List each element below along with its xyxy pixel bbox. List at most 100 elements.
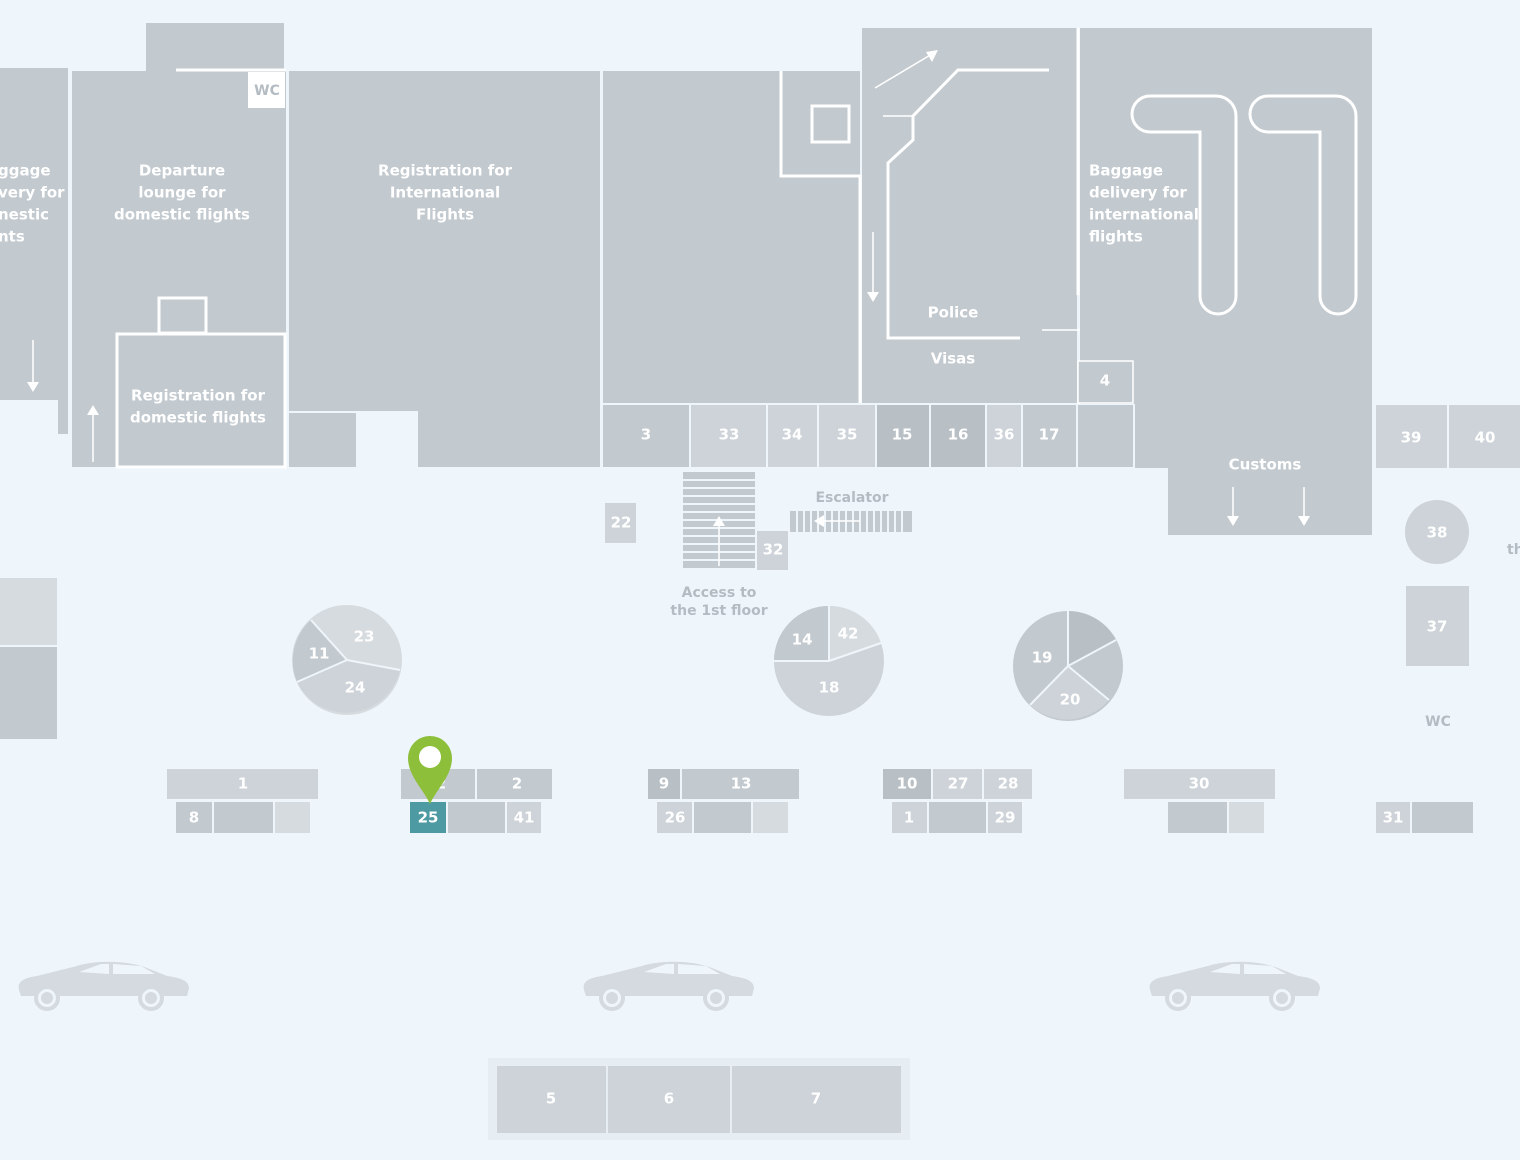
- zone-baggage-international[interactable]: Baggage delivery for international fligh…: [1076, 28, 1372, 535]
- shop-unit-30[interactable]: 30: [1124, 769, 1275, 799]
- unit-label: 7: [811, 1090, 821, 1108]
- unit-label: 25: [418, 809, 439, 827]
- unit-label: 38: [1427, 524, 1448, 542]
- shop-unit-29[interactable]: 29: [988, 802, 1022, 833]
- shop-unit-34[interactable]: 34: [768, 405, 817, 467]
- location-pin-icon[interactable]: [408, 736, 452, 804]
- shop-unit-5[interactable]: 5: [497, 1066, 606, 1133]
- shop-unit-40[interactable]: 40: [1449, 405, 1520, 468]
- unit-label: 6: [664, 1090, 674, 1108]
- zone-label: flights: [1089, 228, 1143, 246]
- access-label: the 1st floor: [670, 603, 767, 619]
- shop-unit-blank[interactable]: [275, 802, 310, 833]
- shop-unit-37[interactable]: 37: [1406, 586, 1469, 666]
- shop-unit-36[interactable]: 36: [987, 405, 1021, 467]
- shop-unit-35[interactable]: 35: [819, 405, 875, 467]
- edge-label: th: [1507, 542, 1520, 558]
- shop-group-a: 1 8: [167, 769, 318, 833]
- shop-unit-blank[interactable]: [1412, 802, 1473, 833]
- unit-label: 42: [838, 625, 859, 643]
- unit-label: 36: [994, 426, 1015, 444]
- escalator[interactable]: Escalator: [790, 490, 912, 532]
- shop-unit-blank[interactable]: [1229, 802, 1264, 833]
- unit-label: 14: [792, 631, 813, 649]
- shop-unit-17[interactable]: 17: [1023, 405, 1076, 467]
- shop-unit-27[interactable]: 27: [933, 769, 982, 799]
- shop-unit-13[interactable]: 13: [682, 769, 799, 799]
- shop-unit-blank[interactable]: [1168, 802, 1227, 833]
- unit-label: 35: [837, 426, 858, 444]
- shop-unit-blank[interactable]: [448, 802, 505, 833]
- zone-registration-domestic[interactable]: Registration for domestic flights: [115, 296, 287, 469]
- zone-label: Registration for: [131, 387, 266, 405]
- zone-label: International: [390, 184, 500, 202]
- shop-group-e: 30: [1124, 769, 1275, 833]
- shop-unit-1b[interactable]: 1: [892, 802, 927, 833]
- unit-label: 16: [948, 426, 969, 444]
- kiosk-cluster-19-20[interactable]: 19 20: [1013, 611, 1123, 721]
- unit-label: 39: [1401, 429, 1422, 447]
- shop-unit-16[interactable]: 16: [931, 405, 985, 467]
- shop-unit-blank[interactable]: [929, 802, 986, 833]
- zone-left-block[interactable]: [0, 578, 57, 739]
- shop-group-c: 9 13 26: [648, 769, 799, 833]
- shop-unit-1[interactable]: 1: [167, 769, 318, 799]
- kiosk-cluster-11-23-24[interactable]: 11 23 24: [292, 605, 402, 715]
- zone-label: lounge for: [138, 184, 226, 202]
- unit-label: 41: [514, 809, 535, 827]
- unit-label: 22: [611, 514, 632, 532]
- car-icon: [1149, 961, 1320, 1011]
- stairs[interactable]: [683, 472, 755, 568]
- unit-label: 1: [904, 809, 914, 827]
- shop-unit-26[interactable]: 26: [657, 802, 692, 833]
- zone-label: nestic: [0, 206, 49, 224]
- unit-label: 30: [1189, 775, 1210, 793]
- shop-unit-6[interactable]: 6: [608, 1066, 730, 1133]
- wc-label: WC: [254, 83, 280, 99]
- zone-label: ggage: [0, 162, 51, 180]
- unit-label: 40: [1475, 429, 1496, 447]
- unit-label: 31: [1383, 809, 1404, 827]
- shop-unit-31[interactable]: 31: [1376, 802, 1410, 833]
- zone-police-visas[interactable]: Police Visas: [862, 28, 1113, 403]
- shop-unit-8[interactable]: 8: [176, 802, 212, 833]
- unit-label: 13: [731, 775, 752, 793]
- zone-baggage-domestic[interactable]: ggage very for nestic nts: [0, 68, 68, 434]
- unit-label: 23: [354, 628, 375, 646]
- shop-unit-38[interactable]: 38: [1405, 500, 1469, 564]
- unit-label: 28: [998, 775, 1019, 793]
- shop-unit-3[interactable]: 3: [603, 405, 689, 467]
- unit-label: 2: [512, 775, 522, 793]
- kiosk-cluster-14-42-18[interactable]: 14 42 18: [774, 606, 884, 716]
- unit-label: 17: [1039, 426, 1060, 444]
- unit-label: 11: [309, 645, 330, 663]
- escalator-label: Escalator: [815, 490, 888, 506]
- shop-unit-blank[interactable]: [214, 802, 273, 833]
- shop-unit-39[interactable]: 39: [1376, 405, 1447, 468]
- shop-row-top: 3 33 34 35 15 16 36 17: [603, 405, 1076, 467]
- shop-unit-41[interactable]: 41: [507, 802, 541, 833]
- shop-unit-32[interactable]: 32: [757, 531, 788, 570]
- shop-unit-25-selected[interactable]: 25: [410, 802, 446, 833]
- shop-unit-2[interactable]: 2: [477, 769, 552, 799]
- zone-label: very for: [0, 184, 65, 202]
- zone-label: domestic flights: [130, 409, 266, 427]
- zone-registration-international[interactable]: Registration for International Flights: [289, 71, 600, 467]
- unit-label: 1: [238, 775, 248, 793]
- shop-unit-22[interactable]: 22: [605, 503, 636, 543]
- shop-unit-10[interactable]: 10: [883, 769, 931, 799]
- unit-label: 18: [819, 679, 840, 697]
- shop-unit-28[interactable]: 28: [984, 769, 1032, 799]
- shop-unit-4[interactable]: 4: [1077, 360, 1134, 467]
- shop-unit-9[interactable]: 9: [648, 769, 680, 799]
- shop-unit-33[interactable]: 33: [691, 405, 766, 467]
- shop-unit-blank[interactable]: [753, 802, 788, 833]
- shop-unit-15[interactable]: 15: [877, 405, 929, 467]
- zone-central-block[interactable]: [603, 71, 862, 403]
- unit-label: 32: [763, 541, 784, 559]
- shop-unit-7[interactable]: 7: [732, 1066, 901, 1133]
- wc-label: WC: [1425, 714, 1451, 730]
- shop-unit-blank[interactable]: [694, 802, 751, 833]
- shop-group-f: 31: [1376, 802, 1473, 833]
